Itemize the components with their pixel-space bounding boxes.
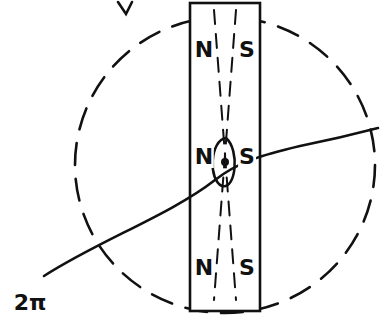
pole-label: S xyxy=(238,257,256,279)
path-curve xyxy=(44,128,378,276)
tick-mark xyxy=(118,2,132,14)
dashed-axis xyxy=(214,10,236,300)
bar-magnet xyxy=(190,3,260,311)
pole-label: S xyxy=(238,39,256,61)
centre-dot xyxy=(221,158,229,166)
pole-label: S xyxy=(238,146,256,168)
dashed-axis xyxy=(214,10,236,300)
pole-label: N xyxy=(194,257,214,279)
pole-label: N xyxy=(194,39,214,61)
angle-label: 2π xyxy=(13,292,48,314)
pole-label: N xyxy=(194,146,214,168)
